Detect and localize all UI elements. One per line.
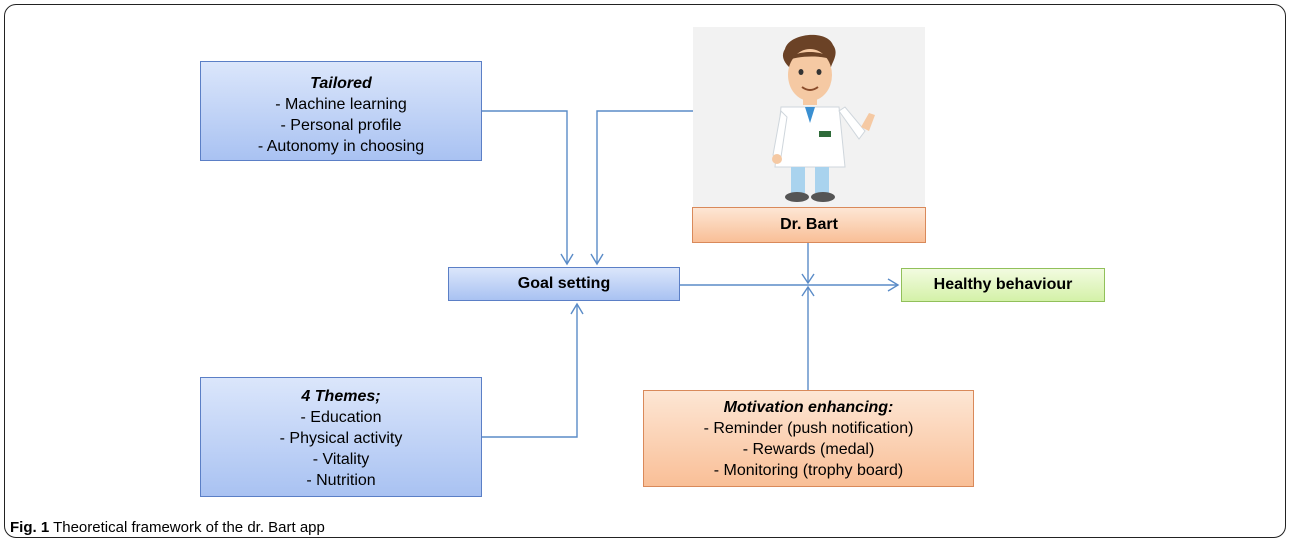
arrow-head [590,253,604,266]
arrow-head [570,302,584,315]
themes-item: - Vitality [312,451,370,468]
arrow-doctor-to-goal [596,110,693,264]
healthy-behaviour-label: Healthy behaviour [933,276,1073,293]
arrow-tailored-to-goal [482,110,568,264]
goal-setting-label: Goal setting [517,275,611,292]
arrow-head [801,285,815,297]
dr-bart-label: Dr. Bart [780,216,838,233]
motivation-title: Motivation enhancing: [723,399,894,416]
arrow-head [887,278,900,292]
figure-frame [4,4,1286,538]
motivation-item: - Monitoring (trophy board) [713,462,904,479]
tailored-title: Tailored [310,75,372,92]
arrow-themes-to-goal [482,304,578,438]
themes-item: - Nutrition [306,472,376,489]
figure-caption: Fig. 1 Theoretical framework of the dr. … [10,519,325,537]
arrow-head [801,273,815,285]
themes-item: - Education [300,409,382,426]
themes-box: 4 Themes; - Education - Physical activit… [200,377,482,497]
tailored-item: - Autonomy in choosing [257,138,425,155]
healthy-behaviour-box: Healthy behaviour [901,268,1105,302]
themes-item: - Physical activity [279,430,403,447]
tailored-item: - Personal profile [280,117,402,134]
tailored-box: Tailored - Machine learning - Personal p… [200,61,482,161]
motivation-item: - Rewards (medal) [742,441,875,458]
doctor-illustration [693,27,925,207]
motivation-box: Motivation enhancing: - Reminder (push n… [643,390,974,487]
goal-setting-box: Goal setting [448,267,680,301]
themes-title: 4 Themes; [301,388,381,405]
tailored-item: - Machine learning [275,96,407,113]
arrow-head [560,253,574,266]
figure-number: Fig. 1 [10,519,50,536]
motivation-item: - Reminder (push notification) [703,420,914,437]
caption-text: Theoretical framework of the dr. Bart ap… [49,519,325,536]
dr-bart-box: Dr. Bart [692,207,926,243]
doctor-figure-icon [772,34,875,202]
